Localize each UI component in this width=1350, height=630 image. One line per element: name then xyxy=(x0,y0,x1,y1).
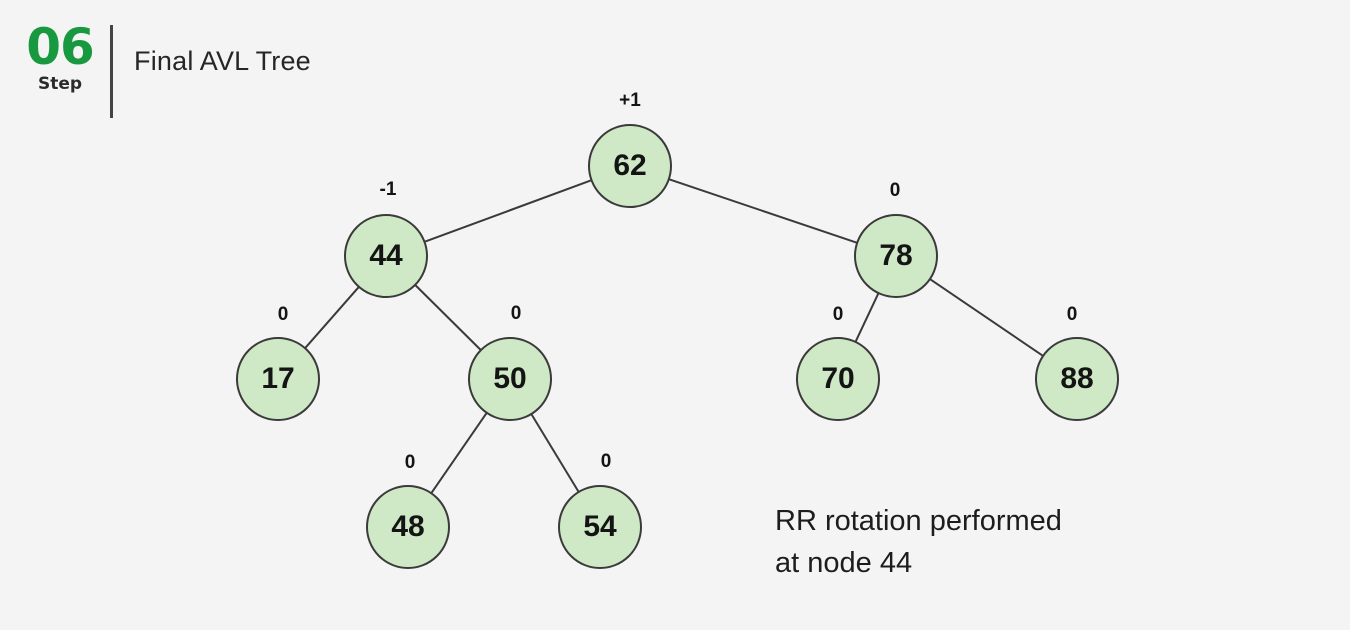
balance-factor-62: +1 xyxy=(619,90,641,111)
operation-caption: RR rotation performed at node 44 xyxy=(775,500,1205,584)
step-number: 06 xyxy=(26,18,95,76)
balance-factor-54: 0 xyxy=(600,451,612,472)
tree-edge xyxy=(929,278,1044,357)
caption-line-2: at node 44 xyxy=(775,547,913,579)
balance-factor-48: 0 xyxy=(404,452,416,473)
node-value: 62 xyxy=(613,149,647,182)
tree-node-78[interactable]: 78 xyxy=(854,214,938,298)
node-value: 44 xyxy=(369,239,403,272)
tree-edge xyxy=(530,413,580,493)
tree-edge xyxy=(414,284,482,351)
node-value: 78 xyxy=(879,239,913,272)
tree-node-17[interactable]: 17 xyxy=(236,337,320,421)
tree-edge xyxy=(854,292,880,343)
step-indicator: 06 Step xyxy=(18,22,102,94)
node-value: 88 xyxy=(1060,362,1094,395)
node-value: 50 xyxy=(493,362,527,395)
node-value: 48 xyxy=(391,510,425,543)
tree-node-70[interactable]: 70 xyxy=(796,337,880,421)
step-label: Step xyxy=(37,74,83,94)
node-value: 70 xyxy=(821,362,855,395)
balance-factor-17: 0 xyxy=(277,304,289,325)
page-title: Final AVL Tree xyxy=(134,46,311,76)
node-value: 54 xyxy=(583,510,617,543)
tree-edge xyxy=(424,179,592,243)
tree-node-44[interactable]: 44 xyxy=(344,214,428,298)
header-divider xyxy=(110,25,113,118)
tree-node-50[interactable]: 50 xyxy=(468,337,552,421)
tree-node-62[interactable]: 62 xyxy=(588,124,672,208)
tree-node-88[interactable]: 88 xyxy=(1035,337,1119,421)
balance-factor-70: 0 xyxy=(832,304,844,325)
balance-factor-78: 0 xyxy=(889,180,901,201)
balance-factor-44: -1 xyxy=(379,179,397,200)
tree-node-54[interactable]: 54 xyxy=(558,485,642,569)
tree-edge xyxy=(304,286,360,349)
tree-edge xyxy=(430,412,488,494)
tree-edge xyxy=(668,178,858,244)
node-value: 17 xyxy=(261,362,295,395)
balance-factor-88: 0 xyxy=(1066,304,1078,325)
header-bar: 06 Step Final AVL Tree xyxy=(0,0,1350,130)
caption-line-1: RR rotation performed xyxy=(775,505,1062,537)
tree-node-48[interactable]: 48 xyxy=(366,485,450,569)
balance-factor-50: 0 xyxy=(510,303,522,324)
